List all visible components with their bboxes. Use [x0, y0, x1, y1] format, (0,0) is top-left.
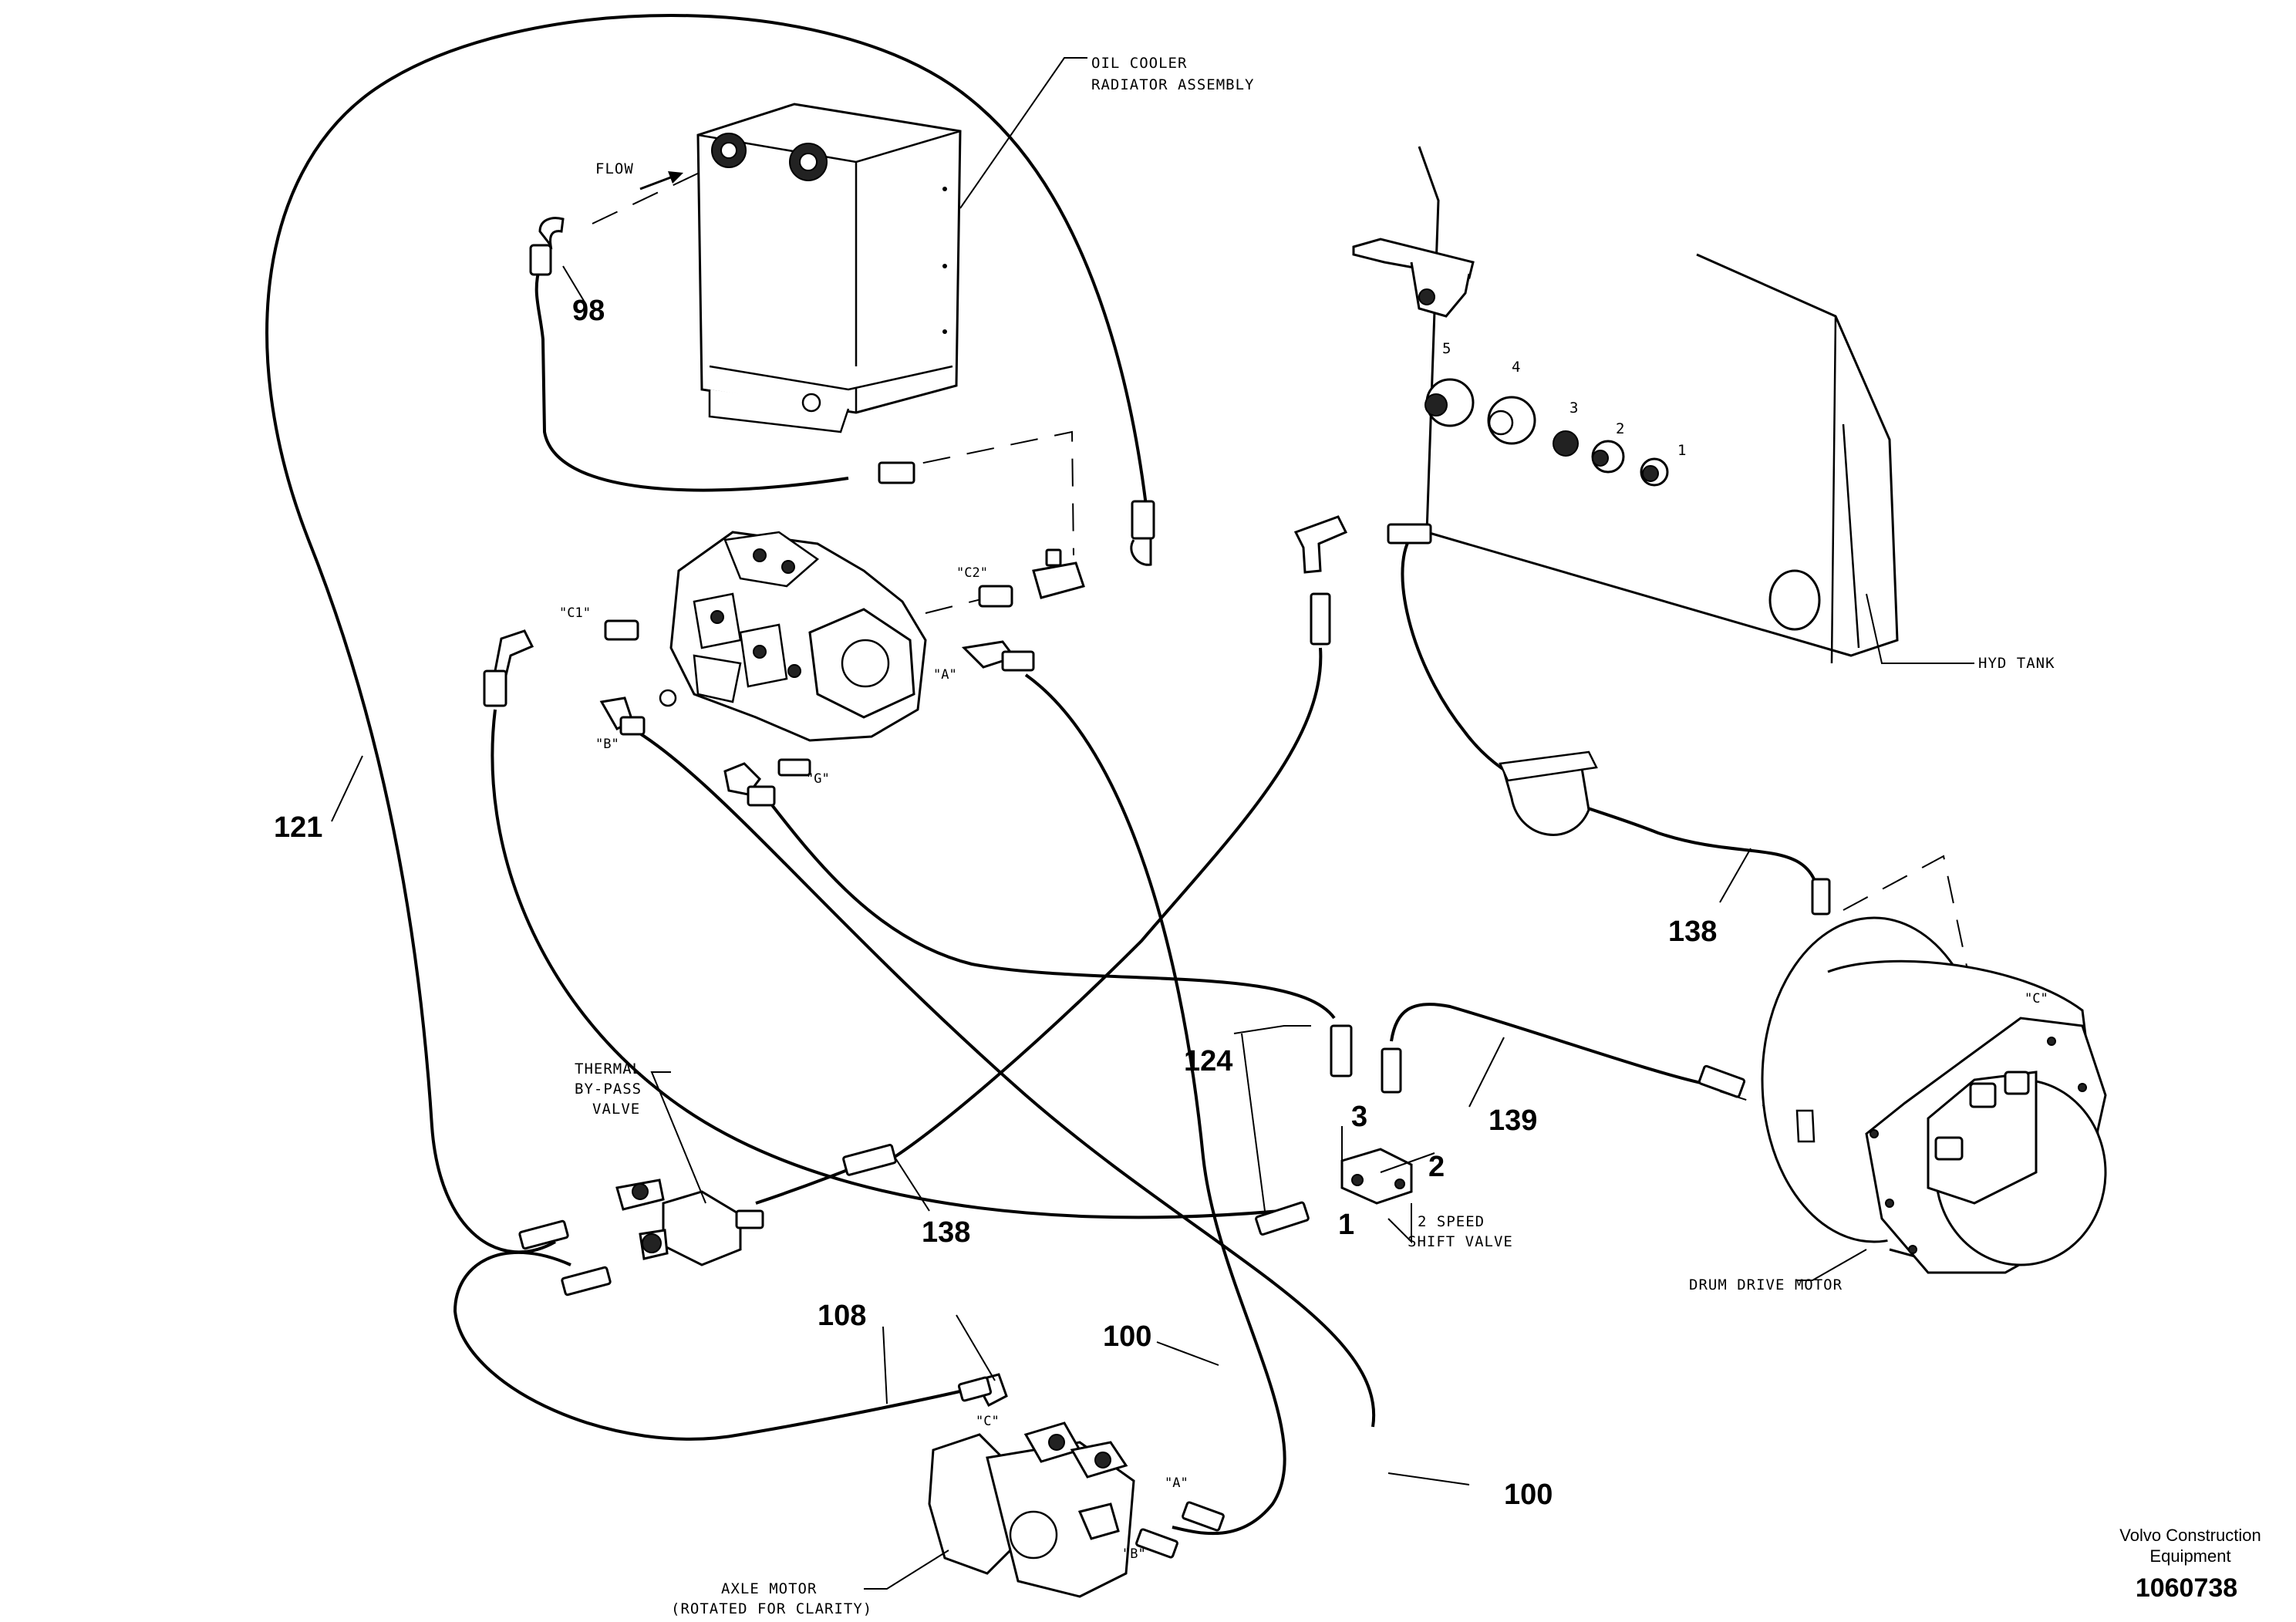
oil-cooler-label-line2: RADIATOR ASSEMBLY [1091, 76, 1254, 93]
axle-motor [928, 1373, 1225, 1598]
tank-port-1 [1640, 457, 1669, 487]
hose-g [768, 801, 1336, 1020]
hose-100-a [1024, 673, 1286, 1536]
axle-motor-label-line2: (ROTATED FOR CLARITY) [671, 1600, 872, 1617]
pump-port-c1: "C1" [559, 605, 591, 621]
hydraulic-pump-assembly [483, 461, 1155, 807]
hyd-tank-label: HYD TANK [1978, 655, 2055, 672]
tank-port-label-5: 5 [1442, 340, 1451, 357]
thermal-bypass-valve [518, 1144, 897, 1297]
callout-port-1: 1 [1338, 1209, 1354, 1241]
pump-port-b: "B" [595, 737, 619, 752]
flow-label: FLOW [595, 160, 634, 177]
callout-98: 98 [572, 295, 605, 327]
hydraulic-tank [1293, 146, 1899, 916]
hose-121 [265, 14, 1148, 1254]
two-speed-shift-valve [1255, 1024, 1413, 1236]
brand-line2: Equipment [2149, 1546, 2230, 1566]
hose-c1 [491, 709, 1281, 1219]
shift-valve-label-line2: SHIFT VALVE [1408, 1233, 1513, 1250]
callout-124: 124 [1184, 1045, 1232, 1077]
port-markers: "C1" "C2" "A" "B" "G" "C" "C" "A" "B" [559, 565, 2048, 1562]
callout-138-middle: 138 [922, 1216, 970, 1249]
callout-port-3: 3 [1351, 1101, 1367, 1133]
axle-port-b: "B" [1122, 1546, 1146, 1562]
drum-motor-label: DRUM DRIVE MOTOR [1689, 1276, 1843, 1293]
tank-port-2 [1591, 440, 1625, 474]
thermal-bypass-label-line3: VALVE [592, 1101, 640, 1118]
oil-cooler-radiator [696, 103, 962, 433]
hose-138-upper [893, 647, 1323, 1158]
tank-port-label-1: 1 [1677, 442, 1687, 459]
shift-valve-label-line1: 2 SPEED [1418, 1213, 1485, 1230]
callout-138-upper: 138 [1668, 916, 1717, 948]
tank-port-label-3: 3 [1569, 400, 1579, 416]
tank-port-5 [1424, 378, 1475, 427]
document-number: 1060738 [2136, 1573, 2237, 1603]
hose-98 [534, 265, 849, 492]
callout-numbers: 121 98 138 138 124 139 108 100 100 1 2 3 [274, 295, 1717, 1511]
component-labels: OIL COOLER RADIATOR ASSEMBLY FLOW HYD TA… [575, 55, 2055, 1617]
hose-139 [1390, 1003, 1705, 1085]
pump-port-g: "G" [806, 771, 830, 787]
thermal-bypass-label-line2: BY-PASS [575, 1081, 642, 1098]
title-block: Volvo Construction Equipment 1060738 [2119, 1526, 2261, 1603]
callout-139: 139 [1489, 1104, 1537, 1137]
hose-108 [453, 1251, 974, 1441]
tank-port-4 [1487, 396, 1536, 445]
hose-b [631, 727, 1376, 1428]
leader-lines [331, 57, 1974, 1590]
axle-port-a: "A" [1165, 1475, 1188, 1491]
tank-port-3 [1553, 430, 1579, 457]
callout-108: 108 [818, 1300, 866, 1332]
callout-100-a: 100 [1103, 1320, 1151, 1353]
pump-port-c2: "C2" [956, 565, 988, 581]
callout-port-2: 2 [1428, 1151, 1445, 1183]
callout-121: 121 [274, 811, 322, 844]
drum-port-c: "C" [2025, 991, 2048, 1007]
brand-line1: Volvo Construction [2119, 1526, 2261, 1545]
tank-port-label-2: 2 [1616, 420, 1625, 437]
thermal-bypass-label-line1: THERMAL [575, 1061, 642, 1077]
flow-arrow [639, 171, 683, 191]
tank-port-numbers: 5 4 3 2 1 [1442, 340, 1687, 459]
callout-100-b: 100 [1504, 1479, 1553, 1511]
drum-drive-motor [1698, 916, 2107, 1274]
oil-cooler-label-line1: OIL COOLER [1091, 55, 1187, 72]
hoses [265, 14, 1822, 1536]
axle-motor-label-line1: AXLE MOTOR [721, 1580, 817, 1597]
tank-port-label-4: 4 [1512, 359, 1521, 376]
fitting-98-elbow [529, 217, 565, 276]
pump-port-a: "A" [933, 667, 957, 683]
axle-port-c: "C" [976, 1414, 1000, 1429]
